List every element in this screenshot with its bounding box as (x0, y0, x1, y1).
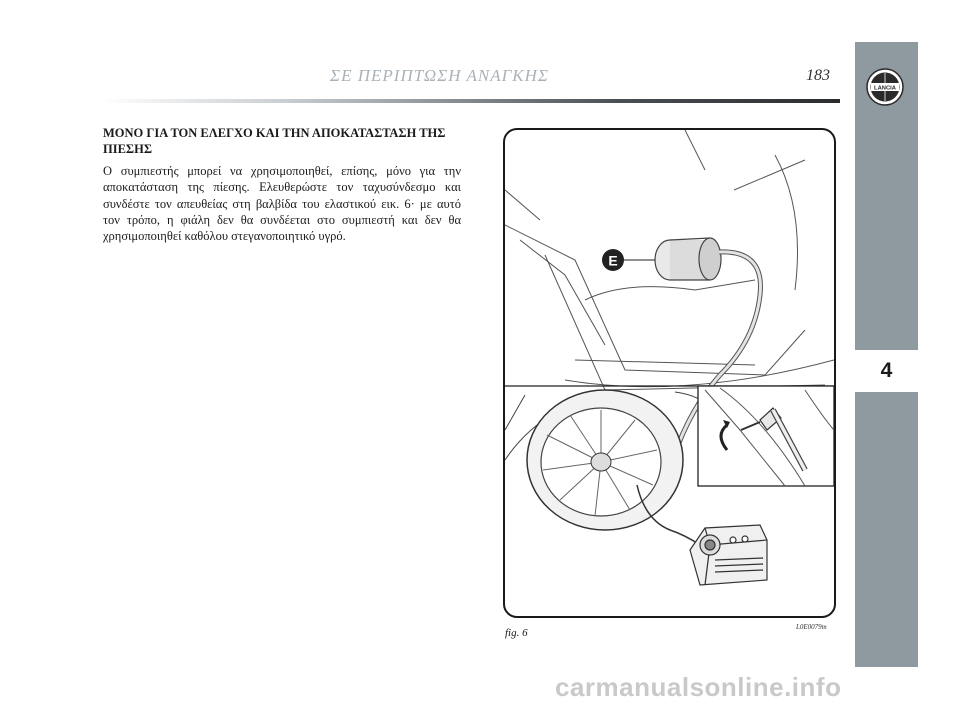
compressor-illustration: E (505, 130, 834, 586)
figure-caption: fig. 6 (505, 627, 528, 639)
watermark: carmanualsonline.info (555, 672, 842, 702)
callout-label: E (608, 253, 617, 269)
section-heading: ΜΟΝΟ ΓΙΑ ΤΟΝ ΕΛΕΓΧΟ ΚΑΙ ΤΗΝ ΑΠΟΚΑΤΑΣΤΑΣΗ… (103, 126, 446, 156)
figure-code: L0E0079m (796, 623, 827, 631)
logo-text: LANCIA (874, 86, 897, 92)
section-body-text: Ο συμπιεστής μπορεί να χρησιμοποιηθεί, ε… (103, 164, 461, 244)
chapter-number: 4 (855, 347, 918, 395)
lancia-logo-icon: LANCIA (866, 68, 904, 106)
page-header-title: ΣΕ ΠΕΡΙΠΤΩΣΗ ΑΝΑΓΚΗΣ (330, 66, 549, 85)
header-rule (100, 99, 840, 103)
page-number: 183 (806, 67, 830, 84)
figure-illustration: E (503, 128, 836, 618)
